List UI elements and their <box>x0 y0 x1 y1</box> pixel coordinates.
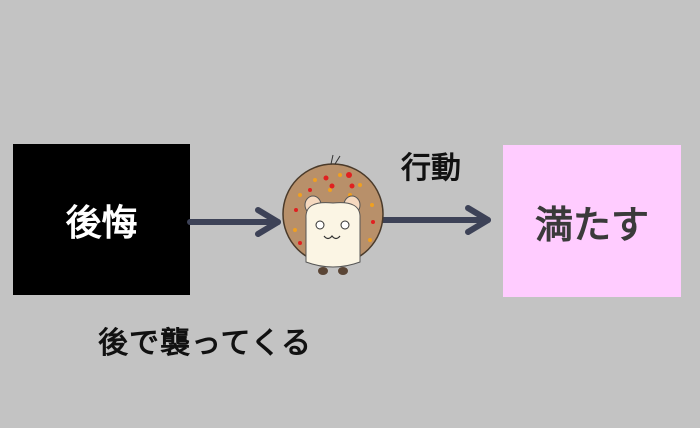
bottom-caption: 後で襲ってくる <box>98 326 312 361</box>
satisfy-box: 満たす <box>503 145 681 297</box>
regret-label: 後悔 <box>65 202 138 244</box>
action-label: 行動 <box>401 151 461 186</box>
arrow-right-icon <box>377 205 491 235</box>
satisfy-label: 満たす <box>534 202 649 247</box>
arrow-right-icon <box>187 207 281 237</box>
regret-box: 後悔 <box>13 144 190 295</box>
hedgehog-icon <box>282 154 384 275</box>
